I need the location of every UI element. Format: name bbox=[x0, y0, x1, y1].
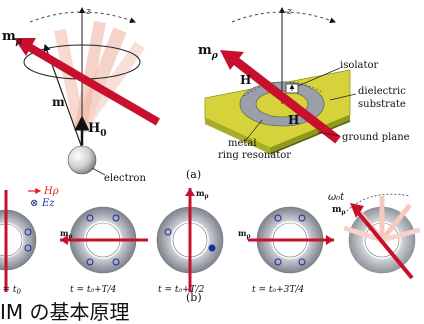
ring-t3q-mrho-head bbox=[326, 235, 334, 245]
metal-pointer bbox=[245, 119, 263, 141]
ring-t-half: mρ bbox=[156, 188, 224, 292]
substrate-side-front bbox=[205, 118, 270, 154]
rotating-mrho bbox=[354, 208, 414, 280]
ground-plane-edge bbox=[269, 120, 351, 155]
ring-th-mrho-label: mρ bbox=[196, 188, 208, 200]
substrate-side-right bbox=[270, 115, 350, 154]
ground-plane-pointer bbox=[317, 131, 341, 137]
ring-t-quarter: mρ bbox=[60, 206, 148, 274]
H-label-bottom: H bbox=[288, 113, 299, 127]
right-m-rho-head bbox=[220, 50, 244, 70]
ring-resonator-diagram: mρ H H z isolator dielectric substrate g… bbox=[198, 7, 410, 161]
legend-h-label: Hρ bbox=[43, 186, 59, 197]
dielectric-label-2: substrate bbox=[358, 99, 406, 110]
ring-t0-e-dot bbox=[24, 244, 32, 252]
dielectric-pointer bbox=[329, 93, 357, 101]
ring-th-e-dot bbox=[164, 228, 172, 236]
ring-th-mrho-head bbox=[185, 188, 195, 196]
m-rho-arrow-shaft bbox=[21, 40, 85, 82]
time-label-3: t = t₀+3T/4 bbox=[252, 285, 304, 295]
caption-b: (b) bbox=[186, 291, 202, 304]
ring-tq-e-dot bbox=[86, 258, 94, 266]
ring-t3q-e-dot bbox=[298, 258, 306, 266]
dielectric-label-1: dielectric bbox=[358, 86, 406, 97]
m-label: m bbox=[52, 95, 65, 109]
rotating-mrho-label: mρ bbox=[332, 205, 346, 216]
precession-diagram: mρ m H0 z electron bbox=[2, 7, 161, 184]
m-rho-arrow-tail bbox=[79, 74, 161, 126]
omega-label: ω₀t bbox=[328, 192, 345, 203]
caption-a: (a) bbox=[186, 168, 201, 181]
legend-e-label: Ez bbox=[41, 198, 55, 209]
ring-tq-e-dot bbox=[112, 214, 120, 222]
rotation-arc bbox=[343, 193, 411, 215]
m-rho-label: mρ bbox=[2, 29, 23, 47]
electron-sphere bbox=[67, 145, 97, 175]
ring-t3q-mrho-label: mρ bbox=[238, 228, 250, 240]
ring-th-e-dot bbox=[208, 244, 216, 252]
isolator-pointer bbox=[297, 67, 341, 87]
electron-pointer bbox=[91, 167, 106, 176]
fan-arrow bbox=[380, 203, 412, 242]
ring-t3q-e-dot bbox=[298, 214, 306, 222]
time-label-1: t = t₀+T/4 bbox=[70, 285, 117, 295]
h0-label: H0 bbox=[88, 121, 107, 139]
ring-rotation: mρ ω₀t bbox=[328, 192, 421, 280]
ring-tq-e-dot bbox=[112, 258, 120, 266]
H-label-top: H bbox=[240, 73, 251, 87]
z-label-right: z bbox=[286, 7, 292, 17]
fan-arrow bbox=[343, 225, 383, 243]
top-orbit-arc-right bbox=[231, 11, 336, 24]
legend-e-symbol: ⊗ bbox=[30, 198, 38, 209]
ring-t0 bbox=[0, 190, 37, 292]
right-m-rho-label: mρ bbox=[198, 43, 219, 61]
ring-t3q-e-dot bbox=[274, 258, 282, 266]
right-m-rho-shaft bbox=[229, 54, 341, 144]
electron-label: electron bbox=[104, 173, 146, 184]
ground-plane-label: ground plane bbox=[342, 132, 410, 143]
metal-label-2: ring resonator bbox=[218, 150, 291, 161]
time-sequence: Hρ ⊗ Ez mρ mρ bbox=[0, 186, 421, 296]
ring-tq-mrho-label: mρ bbox=[60, 228, 72, 240]
z-label-left: z bbox=[85, 7, 91, 17]
isolator-label: isolator bbox=[340, 60, 379, 71]
ring-tq-mrho-head bbox=[60, 235, 68, 245]
metal-label-1: metal bbox=[228, 138, 257, 149]
fan-arrow bbox=[381, 227, 421, 243]
ring-t-three-quarter: mρ bbox=[238, 206, 334, 274]
m-rho-arrow-head bbox=[14, 38, 36, 56]
ring-t3q-e-dot bbox=[274, 214, 282, 222]
ring-tq-e-dot bbox=[86, 214, 94, 222]
faded-arrow-3 bbox=[54, 28, 86, 132]
bottom-title: IM の基本原理 bbox=[0, 301, 130, 324]
faded-arrow-2 bbox=[75, 41, 145, 134]
time-label-2: t = t₀+T/2 bbox=[158, 285, 205, 295]
time-label-0: t = t0 bbox=[0, 285, 22, 296]
rotating-mrho-head bbox=[350, 203, 364, 218]
ring-t0-e-dot bbox=[24, 228, 32, 236]
